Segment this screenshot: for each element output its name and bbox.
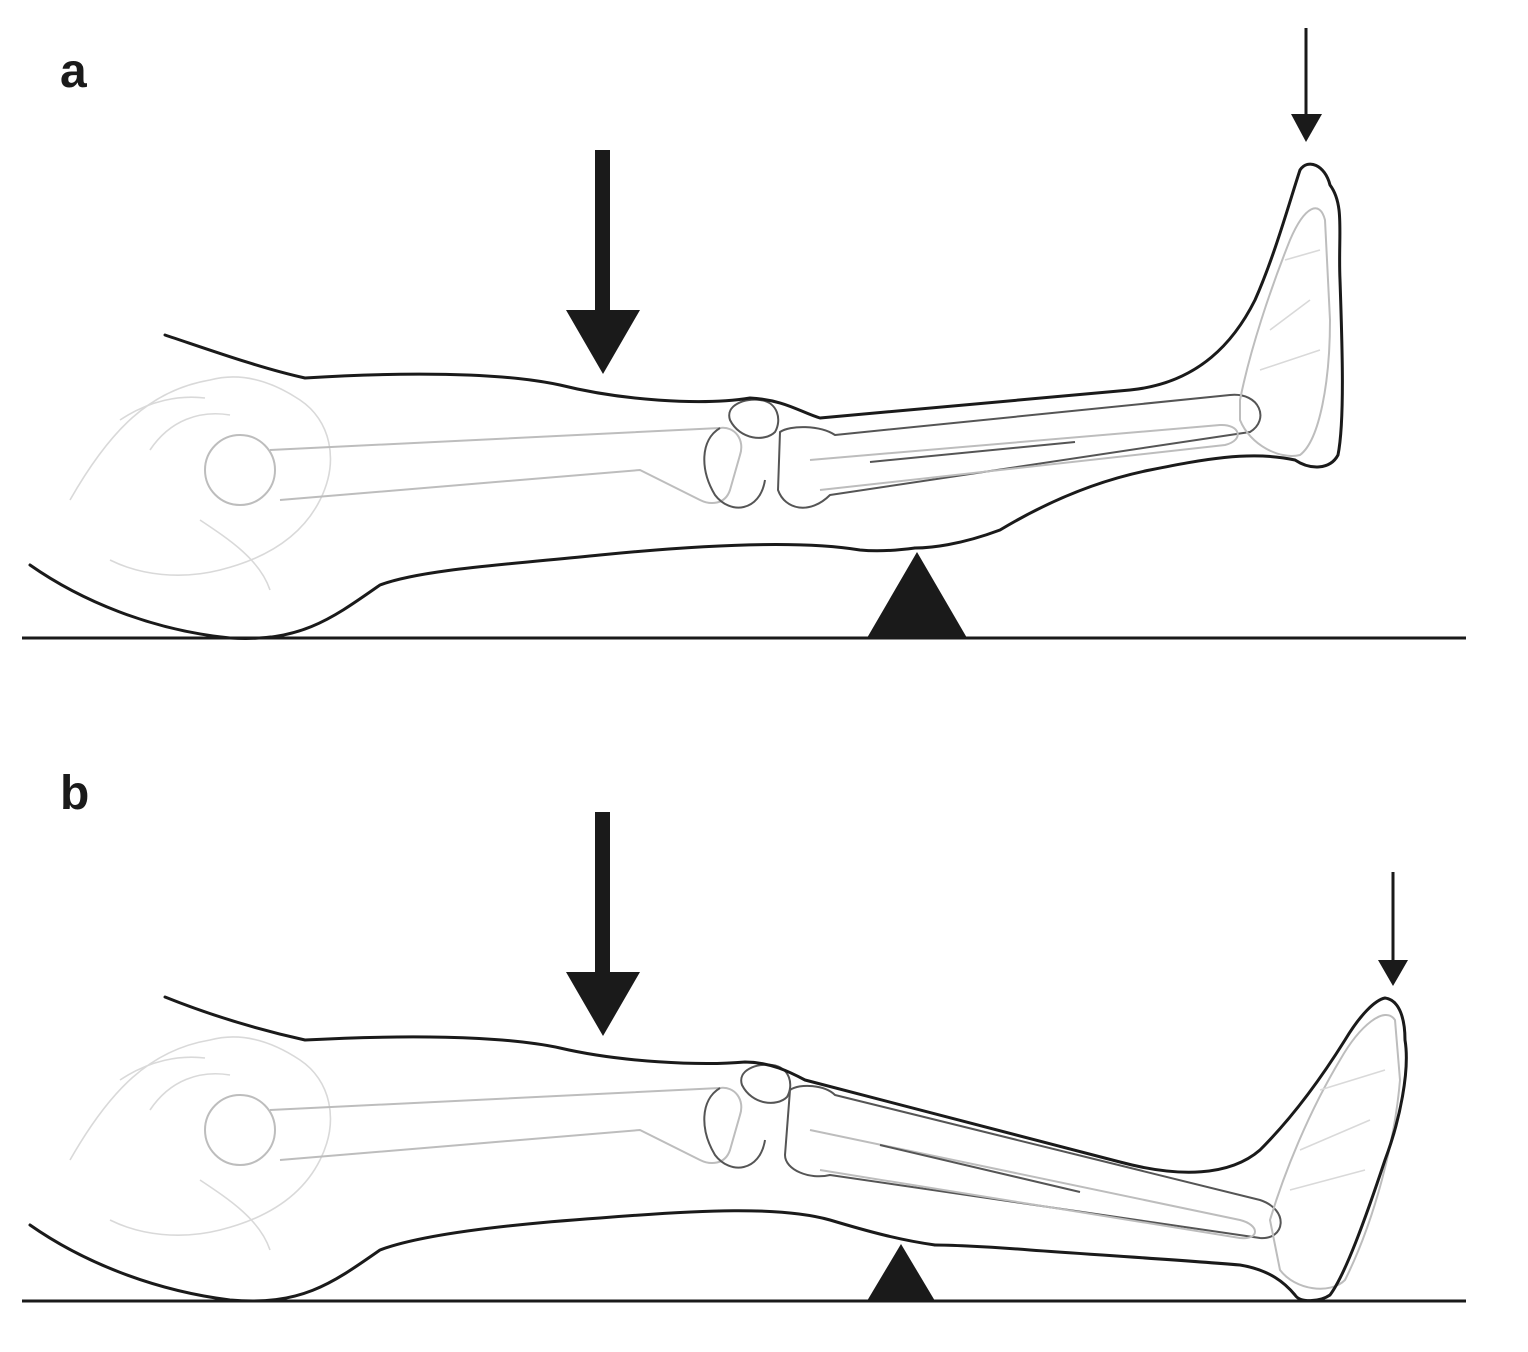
large-force-arrow-icon	[566, 812, 640, 1036]
panel-a: a	[22, 28, 1466, 640]
pelvis-sketch	[69, 1036, 332, 1251]
patella-bone	[728, 398, 780, 439]
femur-bone	[204, 1086, 766, 1169]
leg-outline-bottom	[28, 543, 917, 640]
leg-outline-top	[163, 162, 1344, 550]
patella-bone	[740, 1063, 792, 1104]
large-force-arrow-icon	[566, 150, 640, 374]
leg-diagram-a	[22, 28, 1466, 640]
tibia-bone	[784, 1084, 1282, 1240]
leg-outline-bottom	[28, 1209, 937, 1303]
panel-label-a: a	[60, 45, 87, 98]
fulcrum-triangle-icon	[867, 552, 967, 638]
fulcrum-triangle-icon	[867, 1244, 935, 1301]
foot-bones	[1269, 1014, 1401, 1290]
leg-diagram-b	[22, 812, 1466, 1303]
panel-label-b: b	[60, 767, 90, 820]
pelvis-sketch	[69, 376, 332, 591]
small-force-arrow-icon	[1291, 28, 1322, 142]
femur-bone	[204, 426, 766, 509]
leg-outline-top	[163, 995, 1408, 1303]
foot-bones	[1239, 207, 1331, 457]
small-force-arrow-icon	[1378, 872, 1408, 986]
tibia-bone	[777, 393, 1262, 509]
panel-b: b	[0, 700, 1528, 1352]
